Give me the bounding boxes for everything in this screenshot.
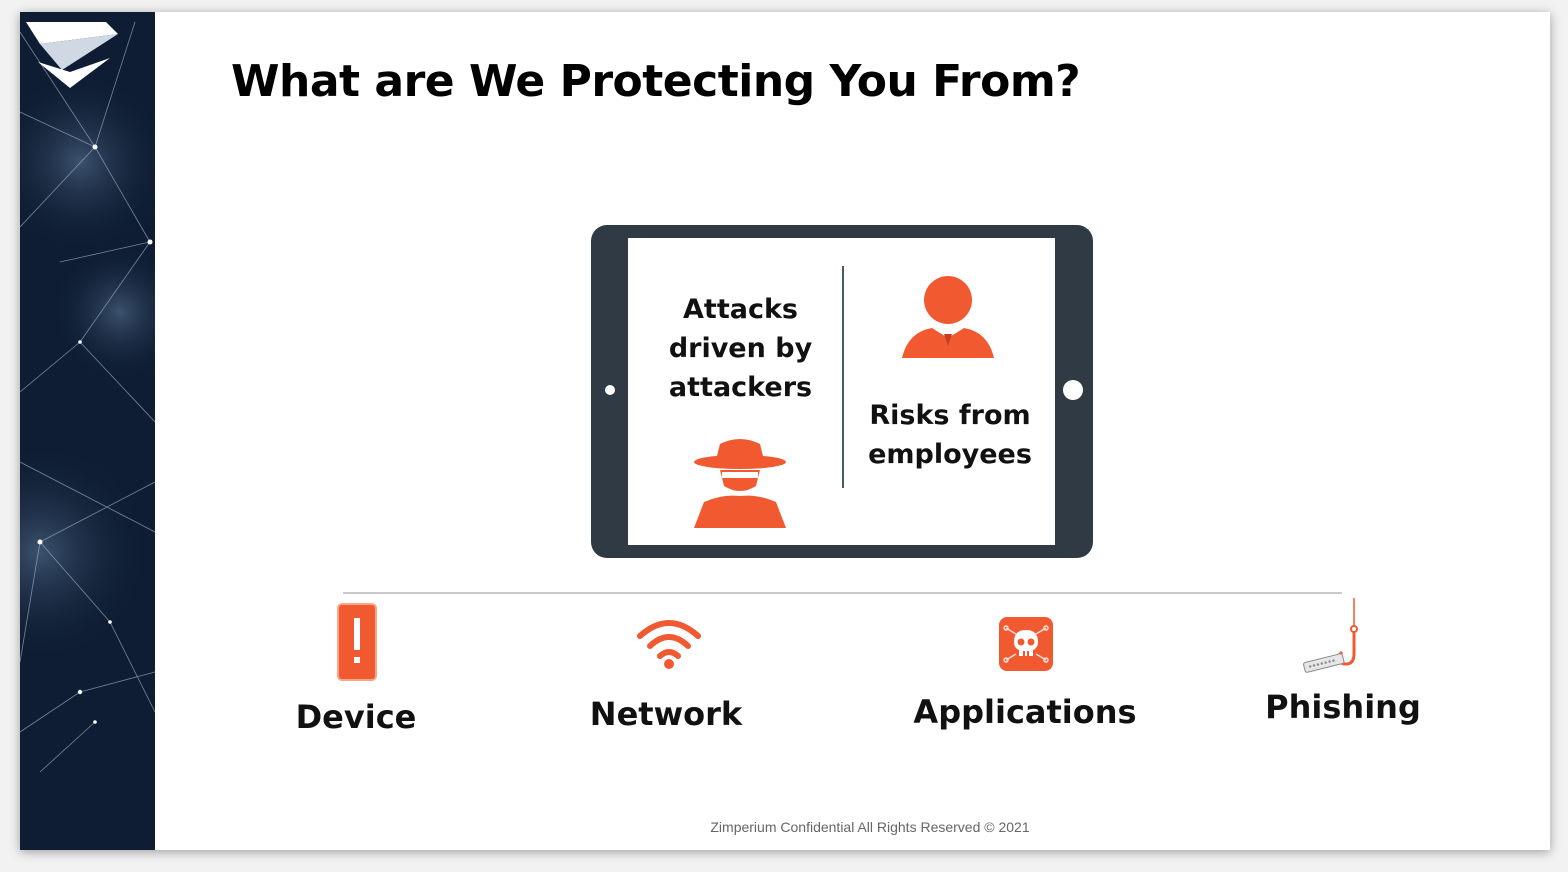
hacker-icon — [694, 439, 786, 528]
attackers-text-line: Attacks — [683, 294, 798, 325]
employees-text-line: Risks from — [869, 400, 1031, 431]
tablet-home-button — [1063, 380, 1083, 400]
employees-text-line: employees — [868, 439, 1032, 470]
tablet-screen: Attacks driven by attackers Risks from e… — [628, 238, 1055, 545]
sidebar-network-image — [20, 12, 155, 850]
category-label-phishing: Phishing — [1265, 688, 1421, 726]
malware-app-icon — [999, 617, 1053, 671]
slide-title: What are We Protecting You From? — [231, 56, 1081, 107]
attackers-text-line: driven by — [668, 333, 813, 364]
attackers-text-line: attackers — [668, 372, 813, 403]
tablet-graphic: Attacks driven by attackers Risks from e… — [591, 225, 1093, 558]
category-label-applications: Applications — [913, 693, 1137, 731]
category-divider-line — [343, 592, 1342, 594]
category-label-device: Device — [295, 698, 417, 736]
mobile-alert-icon — [337, 603, 377, 681]
slide-footer: Zimperium Confidential All Rights Reserv… — [710, 819, 1030, 835]
phishing-hook-icon — [1303, 598, 1358, 673]
wifi-icon — [637, 620, 701, 669]
employee-icon — [902, 276, 994, 358]
slide: What are We Protecting You From? Attacks… — [20, 12, 1550, 850]
network-graphic — [20, 21, 155, 773]
category-label-network: Network — [589, 695, 743, 733]
attackers-text: Attacks driven by attackers — [648, 290, 833, 407]
tablet-camera — [605, 385, 615, 395]
zimperium-logo — [26, 22, 118, 88]
employees-text: Risks from employees — [850, 396, 1050, 474]
screen-divider — [842, 266, 844, 488]
